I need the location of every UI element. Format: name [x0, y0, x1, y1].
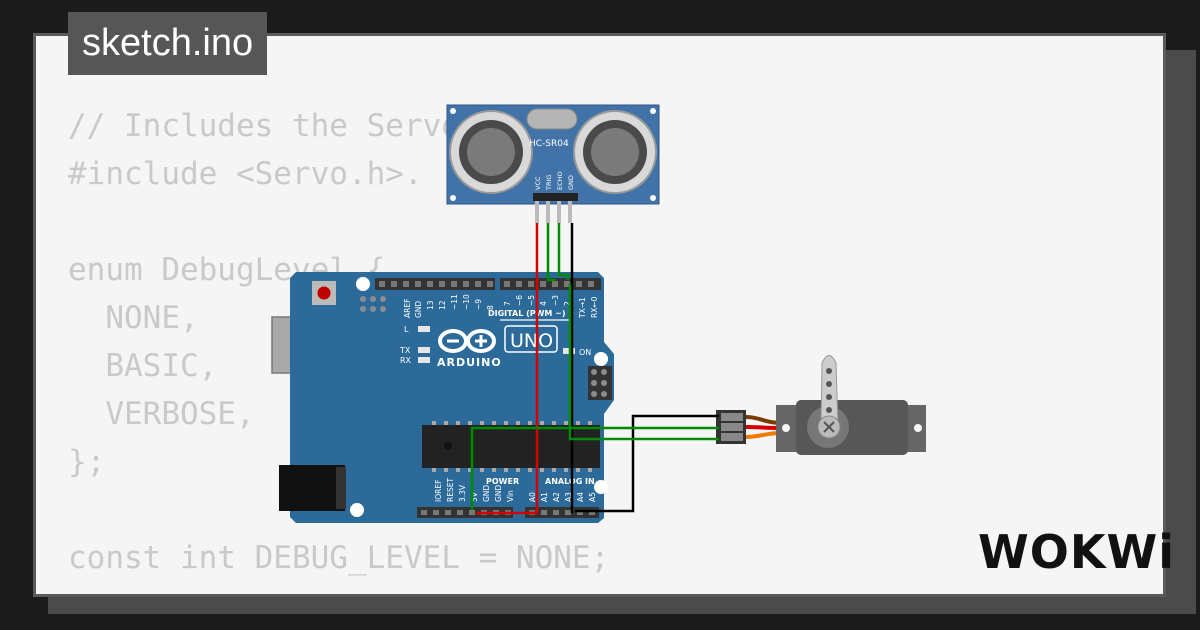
code-preview: // Includes the Servo #include <Servo.h>.…: [68, 102, 609, 582]
svg-text:Vin: Vin: [506, 490, 515, 502]
arduino-uno-board[interactable]: AREF GND 13 12 ~11 ~10 ~9 8 7 ~6 ~5 4 ~3…: [271, 272, 614, 523]
arduino-logo-text: ARDUINO: [437, 356, 502, 369]
digital-pin-labels: AREF GND 13 12 ~11 ~10 ~9 8 7 ~6 ~5 4 ~3…: [403, 294, 599, 319]
wire-trig: [546, 223, 556, 282]
arduino-logo-icon: [438, 329, 496, 353]
mounting-hole: [356, 277, 370, 291]
svg-text:A5: A5: [588, 492, 597, 502]
svg-text:AREF: AREF: [403, 299, 412, 318]
svg-text:~6: ~6: [515, 295, 524, 306]
code-line: BASIC,: [68, 348, 218, 384]
code-line: NONE,: [68, 300, 199, 336]
svg-text:ECHO: ECHO: [556, 171, 564, 190]
svg-text:~3: ~3: [551, 295, 560, 306]
sensor-model-label: HC-SR04: [529, 139, 569, 149]
mounting-hole: [350, 503, 364, 517]
svg-text:IOREF: IOREF: [434, 480, 443, 502]
code-line: #include <Servo.h>.: [68, 156, 423, 192]
svg-text:A2: A2: [552, 492, 561, 502]
mounting-hole: [594, 480, 608, 494]
sensor-pin-labels: VCC TRIG ECHO GND: [534, 171, 575, 191]
code-line: const int DEBUG_LEVEL = NONE;: [68, 540, 610, 576]
svg-text:~10: ~10: [462, 294, 471, 310]
sensor-pin-header: [533, 193, 578, 223]
icsp-header-right: [588, 366, 612, 400]
svg-text:VCC: VCC: [534, 176, 542, 190]
bottom-pin-labels: IOREF RESET 3.3V 5V GND GND Vin A0 A1 A2…: [434, 478, 597, 502]
hc-sr04-sensor[interactable]: HC-SR04 VCC TRIG ECHO GND: [446, 104, 660, 223]
servo-motor[interactable]: [716, 355, 926, 456]
wires: [470, 223, 719, 515]
crystal-oscillator: [526, 108, 578, 130]
wire-vcc: [476, 223, 539, 515]
svg-text:A1: A1: [540, 492, 549, 502]
analog-header[interactable]: [525, 507, 599, 518]
svg-text:A0: A0: [528, 492, 537, 502]
svg-text:5V: 5V: [470, 491, 479, 502]
led-label-rx: RX: [400, 356, 412, 365]
svg-text:RX←0: RX←0: [590, 296, 599, 318]
led-label-tx: TX: [399, 346, 411, 355]
mounting-hole: [594, 352, 608, 366]
svg-text:GND: GND: [482, 485, 491, 502]
power-header[interactable]: [417, 507, 513, 518]
led-label-l: L: [404, 325, 409, 334]
analog-header-label: ANALOG IN: [545, 477, 595, 486]
power-jack-icon: [279, 465, 345, 511]
icsp-header-top: [360, 296, 386, 312]
digital-header-pins: [379, 281, 594, 287]
svg-text:A4: A4: [576, 492, 585, 502]
code-line: // Includes the Servo: [68, 108, 460, 144]
wire-servo-vcc: [470, 426, 719, 510]
svg-text:GND: GND: [494, 485, 503, 502]
power-header-label: POWER: [486, 477, 519, 486]
servo-horn-icon: [820, 355, 839, 428]
svg-text:7: 7: [503, 301, 512, 306]
digital-header-right[interactable]: [500, 278, 601, 290]
svg-text:12: 12: [438, 300, 447, 310]
svg-text:TRIG: TRIG: [545, 175, 553, 191]
svg-text:TX→1: TX→1: [578, 297, 587, 319]
ultrasonic-transducer-right-icon: [573, 110, 657, 194]
svg-text:2: 2: [563, 301, 572, 306]
arduino-model-label: UNO: [510, 330, 553, 352]
led-label-on: ON: [579, 348, 591, 357]
svg-text:RESET: RESET: [446, 478, 455, 502]
file-tab-label: sketch.ino: [82, 22, 254, 64]
svg-text:8: 8: [486, 305, 495, 310]
svg-text:3.3V: 3.3V: [458, 484, 467, 502]
svg-text:4: 4: [539, 301, 548, 306]
wire-servo-signal: [568, 284, 719, 441]
file-tab[interactable]: sketch.ino: [68, 12, 268, 75]
wokwi-logo[interactable]: WOKWi: [978, 525, 1175, 579]
svg-text:~11: ~11: [450, 294, 459, 310]
svg-text:A3: A3: [564, 492, 573, 502]
digital-header-label: DIGITAL (PWM ~): [488, 309, 566, 318]
wire-servo-gnd: [575, 414, 719, 513]
svg-text:GND: GND: [567, 175, 575, 190]
code-line: VERBOSE,: [68, 396, 255, 432]
ultrasonic-transducer-left-icon: [449, 110, 533, 194]
svg-text:~9: ~9: [474, 299, 483, 310]
svg-text:13: 13: [426, 300, 435, 310]
wire-echo: [557, 223, 570, 280]
code-line: };: [68, 444, 106, 480]
svg-text:~5: ~5: [527, 295, 536, 306]
svg-text:GND: GND: [414, 301, 423, 318]
